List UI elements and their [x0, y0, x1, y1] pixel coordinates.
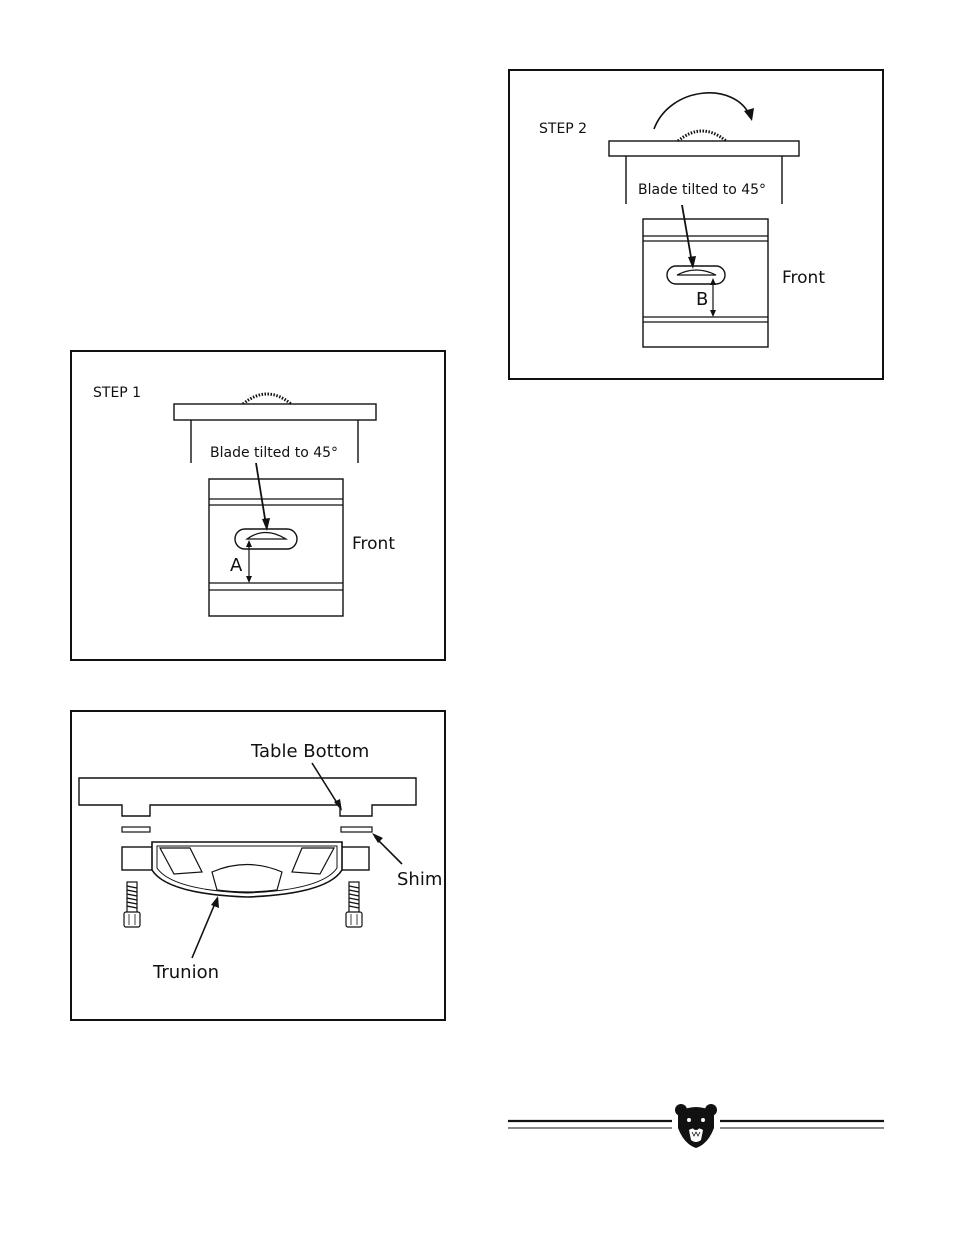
measure-label: A: [230, 557, 242, 575]
rotation-arrowhead: [744, 108, 754, 121]
table-top: [174, 404, 376, 420]
figure-step-2: STEP 2 Blade tilted to 45° Front B: [508, 69, 884, 380]
shim-left: [122, 827, 150, 832]
trunion-leader: [192, 901, 216, 958]
figure-step-1: STEP 1 Blade tilted to 45° Front A: [70, 350, 446, 661]
bolt-left: [124, 882, 140, 927]
table-top: [609, 141, 799, 156]
blade-label: Blade tilted to 45°: [638, 183, 766, 197]
step-label: STEP 1: [93, 386, 141, 400]
measure-label: B: [696, 291, 708, 309]
rotation-arrow: [654, 93, 750, 129]
shim-right: [341, 827, 372, 832]
front-label: Front: [782, 270, 825, 287]
bear-head-icon: [675, 1104, 717, 1148]
blade-label: Blade tilted to 45°: [210, 446, 338, 460]
step-label: STEP 2: [539, 122, 587, 136]
trunion-label: Trunion: [153, 964, 219, 982]
saw-blade: [243, 394, 291, 404]
front-label: Front: [352, 536, 395, 553]
figure-trunnion-shim: Table Bottom Shim Trunion: [70, 710, 446, 1021]
bolt-right: [346, 882, 362, 927]
saw-blade: [678, 131, 726, 141]
shim-label: Shim: [397, 871, 442, 889]
table-bottom: [79, 778, 416, 816]
step-2-diagram: [510, 71, 882, 378]
table-bottom-label: Table Bottom: [251, 743, 369, 761]
page-footer: [508, 1100, 884, 1150]
